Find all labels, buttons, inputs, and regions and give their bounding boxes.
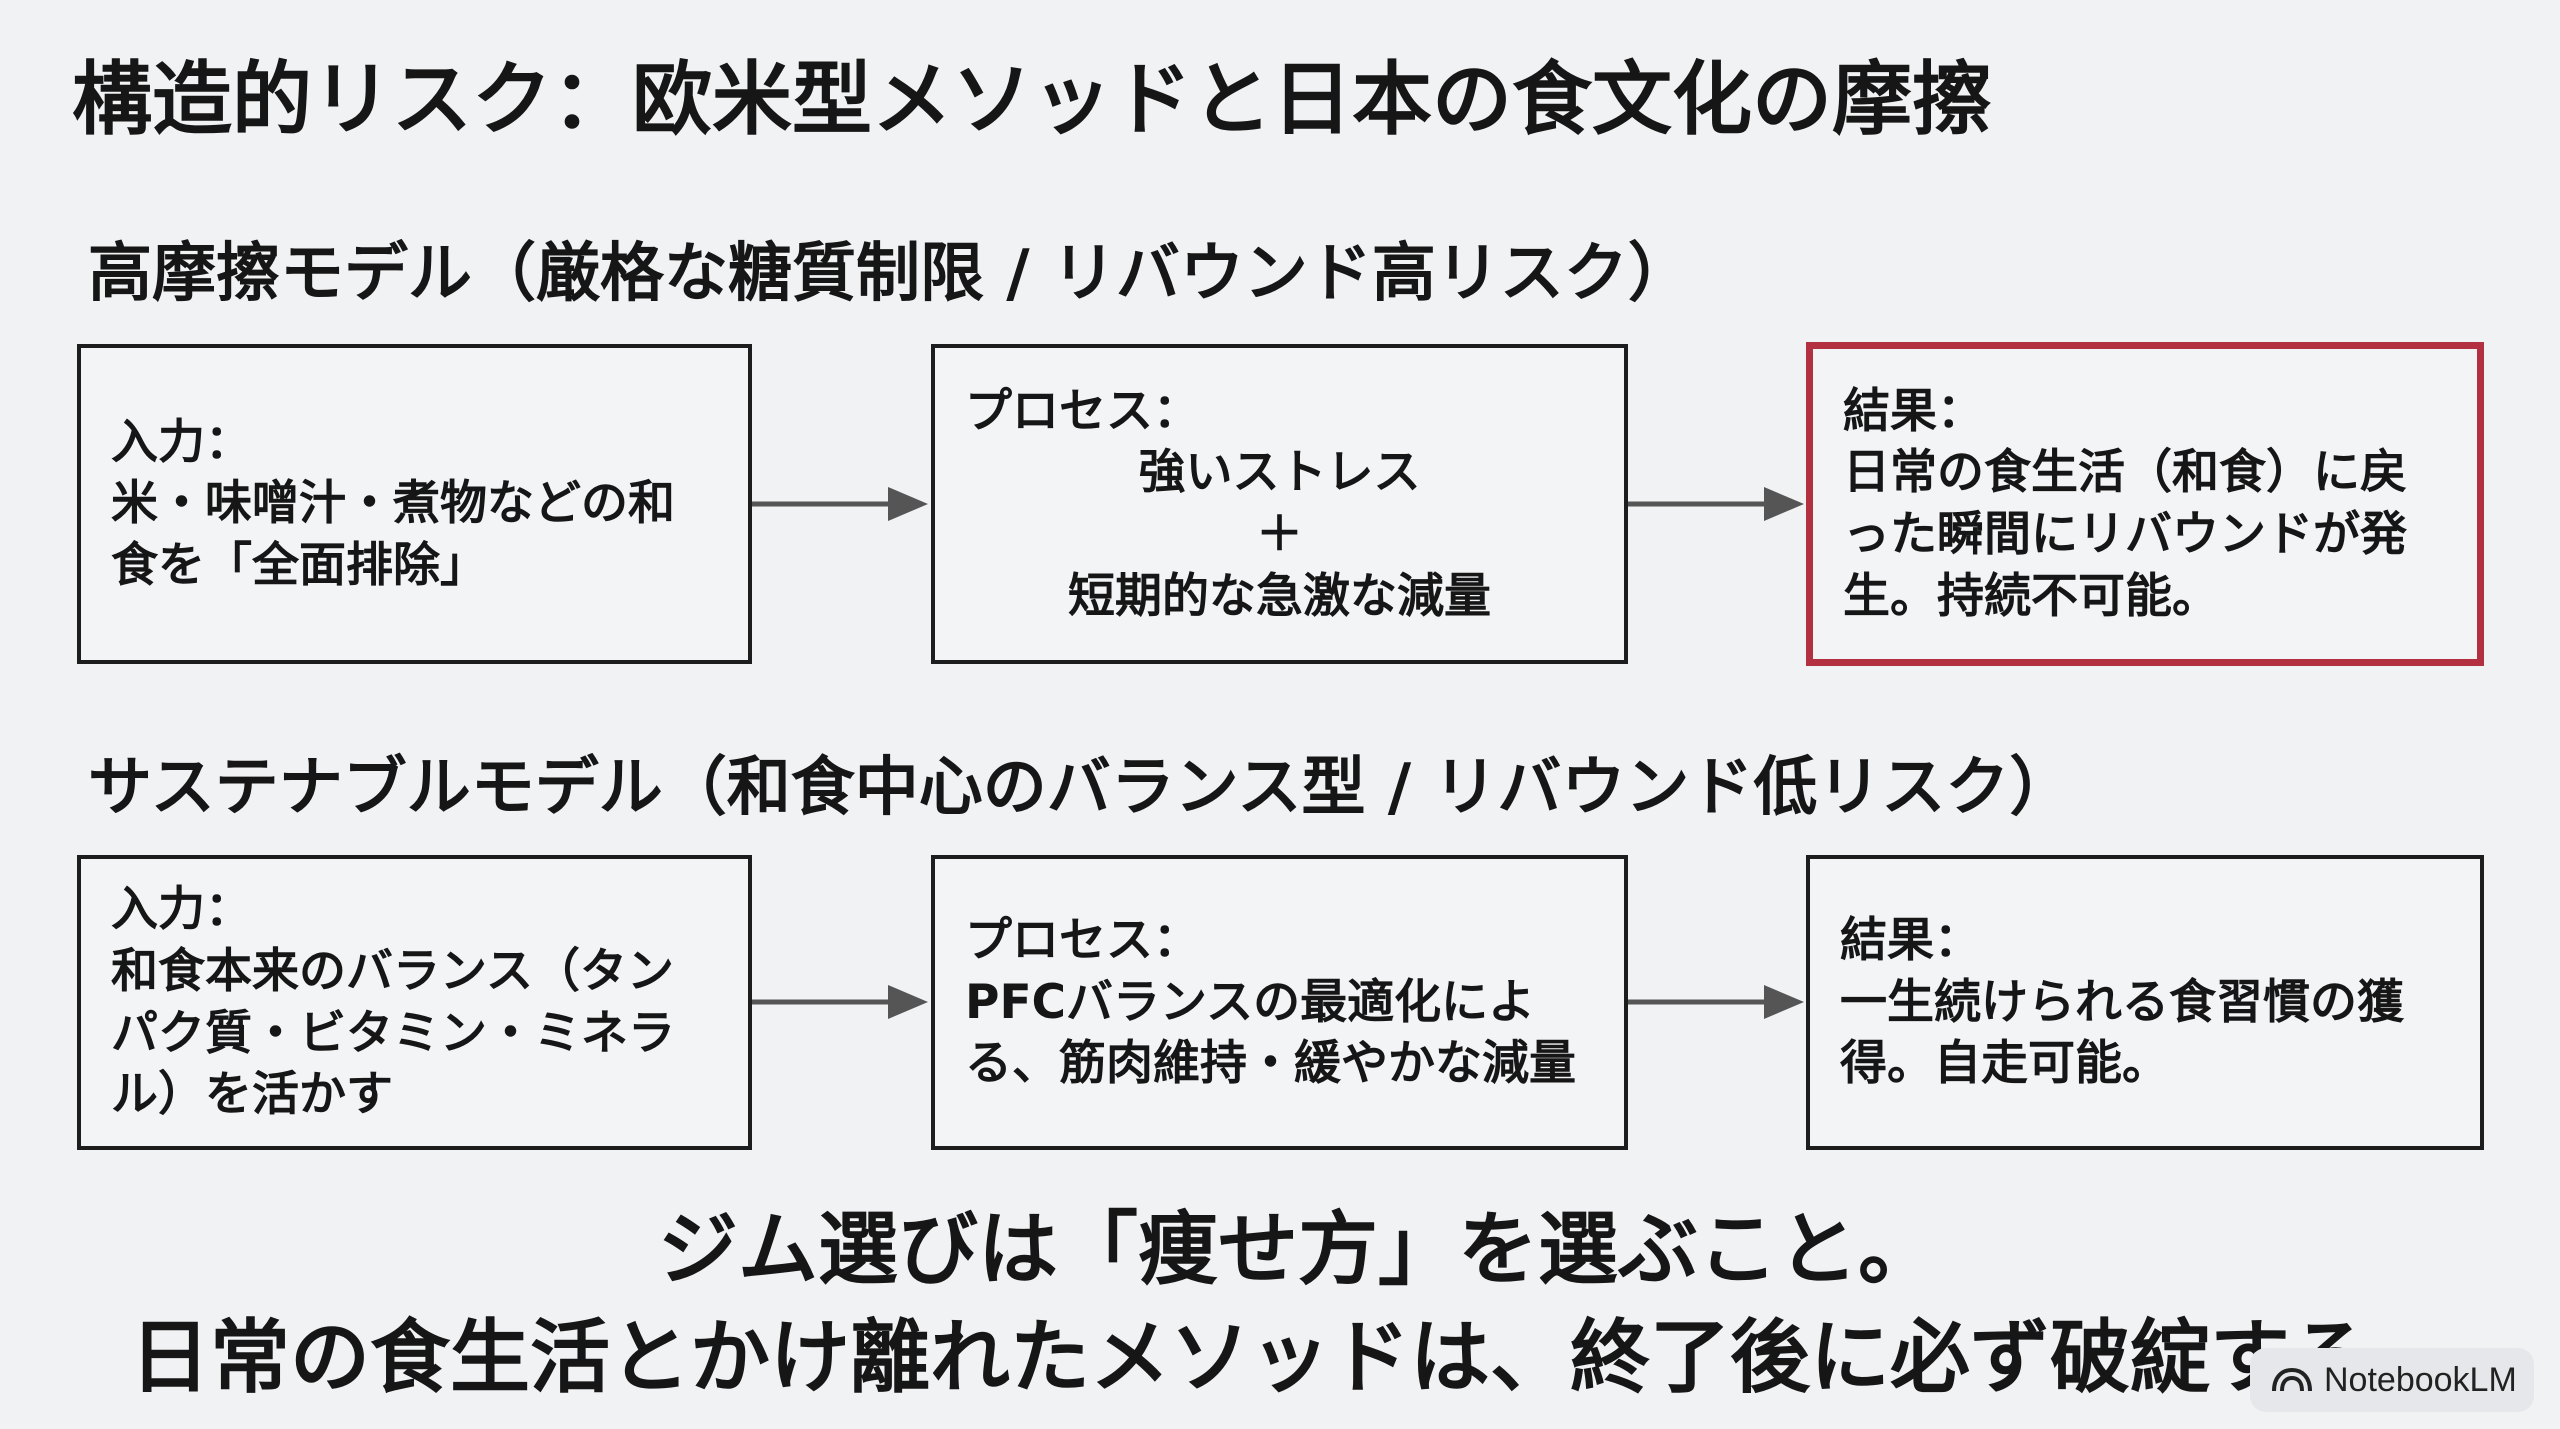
watermark-label: NotebookLM: [2324, 1360, 2517, 1399]
high-friction-heading: 高摩擦モデル（厳格な糖質制限 / リバウンド高リスク）: [88, 237, 1692, 311]
process-text: PFCバランスの最適化による、筋肉維持・緩やかな減量: [965, 974, 1576, 1092]
input-text: 和食本来のバランス（タンパク質・ビタミン・ミネラル）を活かす: [111, 943, 675, 1123]
input-text: 米・味噌汁・煮物などの和食を「全面排除」: [111, 476, 675, 593]
input-label: 入力：: [111, 414, 252, 470]
sustainable-result-box: 結果： 一生続けられる食習慣の獲得。自走可能。: [1806, 855, 2484, 1150]
result-label: 結果：: [1843, 383, 1984, 439]
conclusion-line-1: ジム選びは「痩せ方」を選ぶこと。: [658, 1203, 1938, 1296]
arrow-right-icon: [1628, 484, 1806, 524]
process-line-plus: ＋: [1256, 507, 1303, 562]
slide-title: 構造的リスク：欧米型メソッドと日本の食文化の摩擦: [72, 53, 1992, 146]
input-label: 入力：: [111, 882, 252, 938]
arrow-right-icon: [752, 982, 931, 1022]
process-line-weight-loss: 短期的な急激な減量: [1068, 568, 1491, 624]
sustainable-input-box: 入力： 和食本来のバランス（タンパク質・ビタミン・ミネラル）を活かす: [77, 855, 752, 1150]
notebooklm-watermark: NotebookLM: [2250, 1348, 2534, 1412]
result-text: 日常の食生活（和食）に戻った瞬間にリバウンドが発生。持続不可能。: [1843, 445, 2407, 624]
result-text: 一生続けられる食習慣の獲得。自走可能。: [1840, 974, 2404, 1092]
conclusion-line-2: 日常の食生活とかけ離れたメソッドは、終了後に必ず破綻する。: [130, 1311, 2450, 1404]
sustainable-heading: サステナブルモデル（和食中心のバランス型 / リバウンド低リスク）: [88, 751, 2074, 825]
process-label: プロセス：: [965, 383, 1200, 439]
high-friction-input-box: 入力： 米・味噌汁・煮物などの和食を「全面排除」: [77, 344, 752, 664]
result-label: 結果：: [1840, 913, 1981, 969]
high-friction-process-box: プロセス： 強いストレス ＋ 短期的な急激な減量: [931, 344, 1628, 664]
arrow-right-icon: [752, 484, 931, 524]
sustainable-process-box: プロセス： PFCバランスの最適化による、筋肉維持・緩やかな減量: [931, 855, 1628, 1150]
notebooklm-logo-icon: [2272, 1367, 2312, 1392]
process-line-stress: 強いストレス: [1138, 445, 1421, 501]
high-friction-result-box: 結果： 日常の食生活（和食）に戻った瞬間にリバウンドが発生。持続不可能。: [1806, 342, 2484, 666]
process-label: プロセス：: [965, 913, 1200, 969]
arrow-right-icon: [1628, 982, 1806, 1022]
